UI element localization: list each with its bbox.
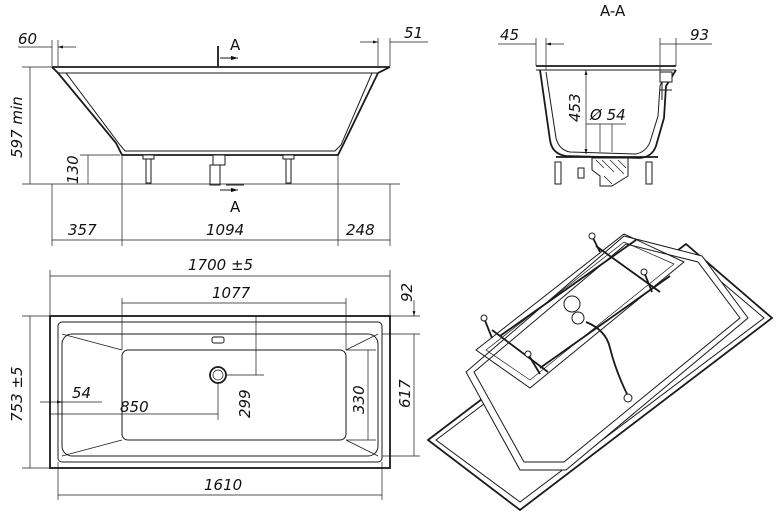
side-view: A A 60 51 597 min 130 357 1094 248 [8,24,428,246]
top-view: 1700 ±5 1077 92 753 ±5 54 850 299 330 [8,256,420,500]
section-marker-bottom: A [230,198,241,216]
dim-inner-width: 330 [350,385,368,414]
dim-width: 753 ±5 [8,366,26,422]
dim-section-left: 45 [500,26,519,44]
drain-siphon [209,154,244,186]
dim-inner-full: 617 [396,379,414,408]
dim-left-seg: 357 [68,221,97,239]
dim-bottom-length: 1610 [204,476,242,494]
section-title: A-A [600,2,626,20]
section-marker-top: A [230,36,241,54]
dim-drain-y: 299 [236,389,254,418]
dim-height: 597 min [8,96,26,158]
leg [142,154,155,184]
dim-depth: 453 [566,93,584,122]
dim-leg-height: 130 [64,155,82,184]
dim-section-right: 93 [690,26,709,44]
dim-drain-diameter: Ø 54 [589,106,626,124]
siphon-section [591,157,629,187]
dim-offset-top: 92 [398,283,416,302]
isometric-view [426,232,774,512]
dim-drain-x: 850 [120,398,149,416]
dim-mid-seg: 1094 [206,221,244,239]
siphon-hose [563,295,633,403]
section-view: A-A 45 93 453 [498,2,712,187]
dim-right-offset: 51 [404,24,423,42]
dim-inner-length: 1077 [212,284,251,302]
frame-legs [480,232,653,375]
dim-length: 1700 ±5 [188,256,253,274]
leg [282,154,295,184]
dim-left-offset: 60 [18,30,37,48]
dim-right-seg: 248 [346,221,375,239]
dim-drain-offset: 54 [72,384,91,402]
